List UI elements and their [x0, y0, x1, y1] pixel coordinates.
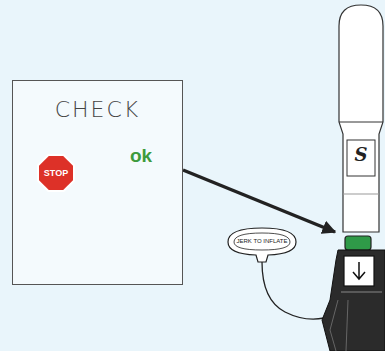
- pull-handle: JERK TO INFLATE: [222, 226, 302, 264]
- node-label: JERK TO INFLATE: [236, 238, 287, 244]
- node-label: CHECK: [55, 97, 141, 122]
- pull-cord: [262, 262, 324, 319]
- inflator-cylinder: S: [335, 4, 385, 236]
- ok-label: ok: [121, 143, 161, 169]
- node-outline: [222, 226, 302, 264]
- node-label: S: [355, 144, 368, 165]
- check-table: CHECK STOP ok: [12, 80, 183, 285]
- inflator-head: [322, 236, 385, 351]
- pointer-arrow: [183, 170, 335, 232]
- node-label: STOP: [44, 168, 68, 178]
- stop-sign: STOP: [36, 153, 76, 193]
- node-label: ok: [130, 145, 152, 167]
- node-outline: [335, 4, 385, 236]
